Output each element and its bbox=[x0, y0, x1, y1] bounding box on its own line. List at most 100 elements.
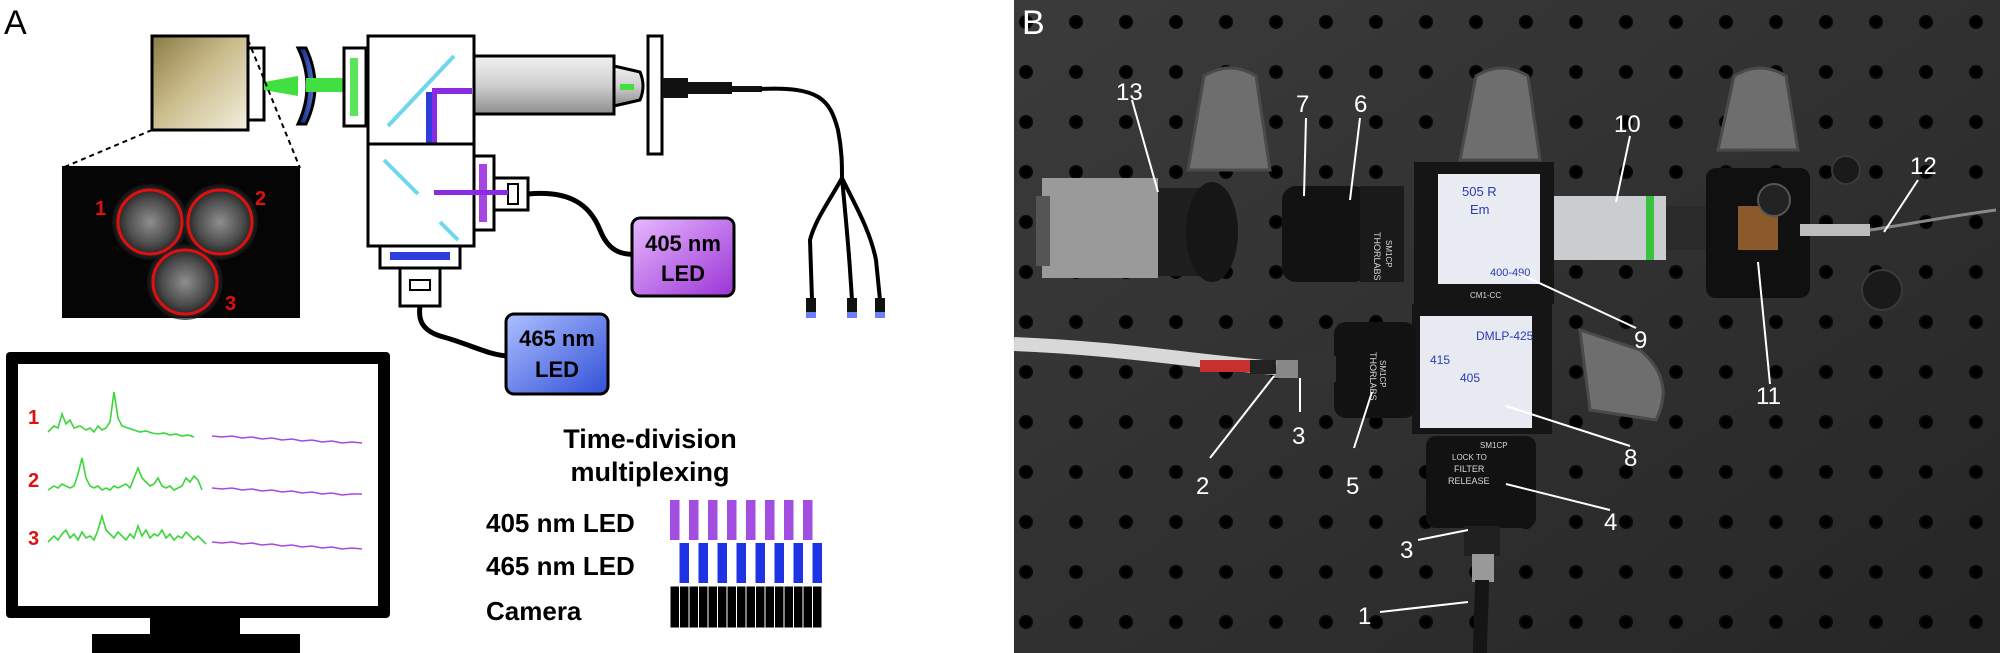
post-clamps bbox=[1186, 66, 1800, 422]
tdm-pulse bbox=[783, 585, 794, 629]
fiber-mount-plate bbox=[646, 34, 664, 156]
callout-5: 5 bbox=[1346, 473, 1359, 500]
tdm-pulse bbox=[774, 585, 785, 629]
roi-label-1: 1 bbox=[95, 198, 106, 220]
fiber-bundle bbox=[759, 86, 882, 301]
tdm-pulse bbox=[717, 585, 728, 629]
fiber-tips bbox=[806, 298, 885, 318]
tdm-pulse bbox=[708, 500, 718, 540]
engraving-sm1cp-2: SM1CP bbox=[1378, 360, 1387, 388]
callout-10: 10 bbox=[1614, 111, 1641, 138]
roi-label-2: 2 bbox=[255, 188, 266, 210]
tdm-pulse bbox=[765, 543, 775, 583]
trace-label-1: 1 bbox=[28, 407, 39, 429]
photo-led-port bbox=[1013, 322, 1416, 418]
tdm-pulse bbox=[745, 585, 756, 629]
callout-1: 1 bbox=[1358, 603, 1371, 630]
callout-12: 12 bbox=[1910, 153, 1937, 180]
note-top-3: 400-490 bbox=[1490, 267, 1530, 279]
violet-trace-3 bbox=[211, 541, 363, 550]
tdm-pulse bbox=[698, 585, 709, 629]
tdm-pulse bbox=[812, 500, 822, 540]
photo-bottom-port bbox=[1426, 436, 1536, 653]
green-trace-2 bbox=[47, 457, 203, 491]
emission-filter bbox=[342, 46, 368, 128]
tdm-pulse bbox=[670, 500, 680, 540]
tdm-pulse bbox=[717, 543, 727, 583]
trace-label-2: 2 bbox=[28, 470, 39, 492]
callout-13: 13 bbox=[1116, 79, 1143, 106]
callout-numbers: 1 2 3 3 4 5 6 7 8 9 10 11 12 13 bbox=[1116, 79, 1937, 630]
callout-11: 11 bbox=[1756, 383, 1781, 410]
tdm-pulse bbox=[717, 500, 727, 540]
tdm-row-label-405: 405 nm LED bbox=[486, 508, 635, 538]
engraving-thorlabs-2: THORLABS bbox=[1368, 352, 1378, 401]
tdm-pulse bbox=[670, 543, 680, 583]
tdm-title-line2: multiplexing bbox=[570, 457, 729, 487]
excitation-beam-violet-down bbox=[432, 88, 437, 196]
excitation-filter-465 bbox=[378, 244, 462, 308]
led-465-line2: LED bbox=[535, 357, 579, 382]
tdm-pulse bbox=[774, 500, 784, 540]
tdm-pulse bbox=[688, 585, 699, 629]
tdm-pulse bbox=[793, 585, 804, 629]
tdm-pulse bbox=[726, 585, 737, 629]
note-top-2: Em bbox=[1470, 202, 1490, 217]
objective-lens bbox=[472, 54, 645, 116]
tdm-pulse bbox=[746, 500, 756, 540]
tdm-pulse bbox=[802, 585, 813, 629]
callout-2: 2 bbox=[1196, 473, 1209, 500]
led-405-line1: 405 nm bbox=[645, 231, 721, 256]
emission-beam bbox=[264, 76, 298, 96]
roi-label-3: 3 bbox=[225, 293, 236, 315]
tdm-pulse bbox=[727, 543, 737, 583]
callout-7: 7 bbox=[1296, 91, 1309, 118]
tdm-pulse bbox=[803, 500, 813, 540]
panel-b: 505 R Em 400-490 DMLP-425 415 405 bbox=[1013, 0, 2000, 653]
tdm-pulse bbox=[803, 543, 813, 583]
callout-9: 9 bbox=[1634, 327, 1647, 354]
callout-3a: 3 bbox=[1292, 423, 1305, 450]
tdm-pulse bbox=[698, 500, 708, 540]
fiber-connector bbox=[662, 78, 762, 98]
note-top-1: 505 R bbox=[1462, 184, 1497, 199]
photo-fiber bbox=[1869, 208, 1997, 232]
violet-trace-1 bbox=[211, 435, 363, 444]
tdm-pulse bbox=[679, 500, 689, 540]
tdm-pulse bbox=[812, 543, 822, 583]
engraving-lock-to: LOCK TO bbox=[1452, 453, 1487, 462]
led-405-line2: LED bbox=[661, 261, 705, 286]
green-trace-3 bbox=[47, 513, 207, 545]
tdm-pulse bbox=[793, 543, 803, 583]
led-405-cable bbox=[527, 190, 641, 257]
tdm-pulse bbox=[755, 585, 766, 629]
engraving-release: RELEASE bbox=[1448, 476, 1490, 486]
tdm-pulse bbox=[689, 500, 699, 540]
led-405-box: 405 nm LED bbox=[630, 216, 736, 298]
tdm-pulse bbox=[727, 500, 737, 540]
panel-b-label: B bbox=[1022, 4, 1045, 42]
tdm-diagram: Time-division multiplexing 405 nm LED 46… bbox=[486, 424, 823, 629]
tdm-pulse bbox=[679, 585, 690, 629]
tdm-pulse bbox=[708, 543, 718, 583]
tdm-pulse bbox=[679, 543, 689, 583]
photo-lens-tube bbox=[1282, 186, 1404, 282]
led-465-cable bbox=[417, 305, 511, 359]
tdm-pulse bbox=[812, 585, 823, 629]
tdm-pulse bbox=[774, 543, 784, 583]
tdm-row-label-camera: Camera bbox=[486, 596, 582, 626]
tdm-pulse bbox=[669, 585, 680, 629]
tdm-pulse bbox=[707, 585, 718, 629]
callout-3b: 3 bbox=[1400, 537, 1413, 564]
callout-6: 6 bbox=[1354, 91, 1367, 118]
tdm-pulse bbox=[784, 543, 794, 583]
engraving-filter: FILTER bbox=[1454, 464, 1485, 474]
excitation-beam-violet bbox=[432, 88, 472, 94]
green-trace-1 bbox=[47, 391, 195, 438]
monitor: 1 2 3 bbox=[6, 352, 390, 653]
tdm-pulse bbox=[784, 500, 794, 540]
trace-label-3: 3 bbox=[28, 528, 39, 550]
photo-objective bbox=[1554, 196, 1706, 260]
note-bottom-2: 415 bbox=[1430, 353, 1450, 367]
tdm-pulse bbox=[736, 500, 746, 540]
